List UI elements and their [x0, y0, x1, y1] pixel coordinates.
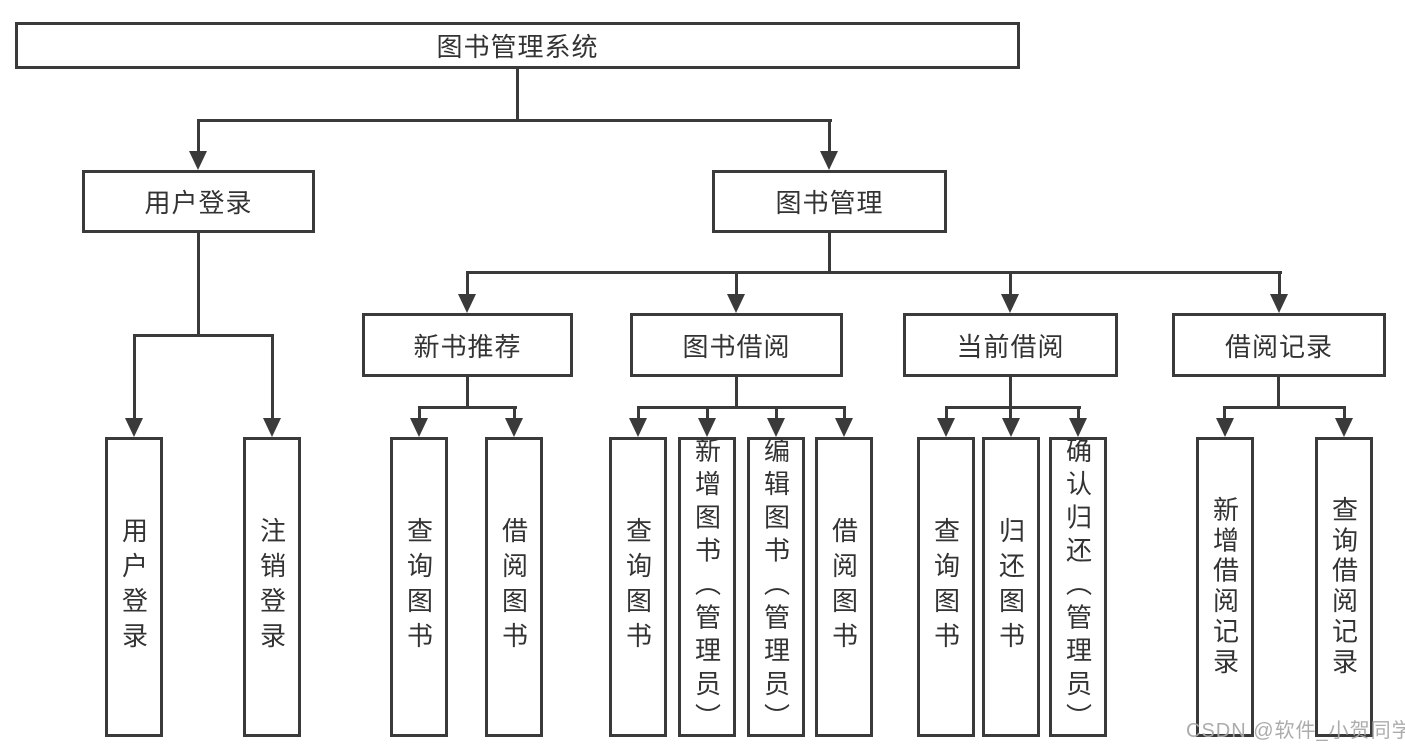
connector-line: [637, 406, 640, 420]
arrow-down-icon: [263, 418, 281, 437]
arrow-down-icon: [727, 294, 745, 313]
connector-line: [197, 119, 832, 122]
connector-line: [1223, 406, 1226, 420]
arrow-down-icon: [1002, 418, 1020, 437]
connector-line: [1009, 271, 1012, 296]
connector-line: [133, 334, 274, 337]
connector-line: [466, 271, 1282, 274]
node-library-management-system: 图书管理系统: [15, 22, 1020, 69]
connector-line: [197, 233, 200, 336]
csdn-watermark: CSDN @软件_小贺同学: [1186, 720, 1405, 742]
node-query-books-current: 查询图书: [917, 437, 975, 737]
node-edit-book-admin: 编辑图书（管理员）: [747, 437, 805, 737]
connector-line: [1277, 377, 1280, 408]
arrow-down-icon: [458, 294, 476, 313]
node-user-login: 用户登录: [82, 170, 315, 233]
connector-line: [516, 69, 519, 122]
connector-line: [828, 119, 831, 154]
connector-line: [706, 406, 709, 420]
arrow-down-icon: [1001, 294, 1019, 313]
connector-line: [418, 406, 517, 409]
connector-line: [1077, 406, 1080, 420]
node-borrow-books-borrowing: 借阅图书: [815, 437, 873, 737]
connector-line: [828, 233, 831, 274]
node-add-book-admin: 新增图书（管理员）: [678, 437, 736, 737]
node-new-book-recommendation: 新书推荐: [362, 313, 573, 377]
node-borrow-books-recommend: 借阅图书: [485, 437, 543, 737]
arrow-down-icon: [125, 418, 143, 437]
node-user-login-action: 用户登录: [105, 437, 163, 737]
arrow-down-icon: [1335, 418, 1353, 437]
node-logout: 注销登录: [243, 437, 301, 737]
connector-line: [271, 334, 274, 420]
arrow-down-icon: [698, 418, 716, 437]
connector-line: [1009, 406, 1012, 420]
arrow-down-icon: [835, 418, 853, 437]
connector-line: [466, 377, 469, 408]
connector-line: [637, 406, 846, 409]
connector-line: [1223, 406, 1346, 409]
connector-line: [1278, 271, 1281, 296]
node-confirm-return-admin: 确认归还（管理员）: [1049, 437, 1107, 737]
connector-line: [1009, 377, 1012, 408]
arrow-down-icon: [1270, 294, 1288, 313]
arrow-down-icon: [820, 151, 838, 170]
node-book-management: 图书管理: [712, 170, 947, 233]
arrow-down-icon: [189, 151, 207, 170]
connector-line: [197, 119, 200, 154]
node-book-borrowing: 图书借阅: [630, 313, 843, 377]
arrow-down-icon: [629, 418, 647, 437]
connector-line: [735, 377, 738, 408]
connector-line: [466, 271, 469, 296]
connector-line: [735, 271, 738, 296]
connector-line: [418, 406, 421, 420]
arrow-down-icon: [1069, 418, 1087, 437]
node-borrowing-records: 借阅记录: [1172, 313, 1386, 377]
node-add-borrow-record: 新增借阅记录: [1196, 437, 1254, 737]
connector-line: [945, 406, 948, 420]
node-query-borrow-record: 查询借阅记录: [1315, 437, 1373, 737]
arrow-down-icon: [937, 418, 955, 437]
arrow-down-icon: [767, 418, 785, 437]
connector-line: [945, 406, 1081, 409]
connector-line: [843, 406, 846, 420]
arrow-down-icon: [505, 418, 523, 437]
node-current-borrowing: 当前借阅: [903, 313, 1118, 377]
connector-line: [1343, 406, 1346, 420]
node-return-book: 归还图书: [982, 437, 1040, 737]
connector-line: [133, 334, 136, 420]
node-query-books-recommend: 查询图书: [390, 437, 448, 737]
arrow-down-icon: [410, 418, 428, 437]
connector-line: [775, 406, 778, 420]
node-query-books-borrowing: 查询图书: [609, 437, 667, 737]
connector-line: [513, 406, 516, 420]
arrow-down-icon: [1216, 418, 1234, 437]
